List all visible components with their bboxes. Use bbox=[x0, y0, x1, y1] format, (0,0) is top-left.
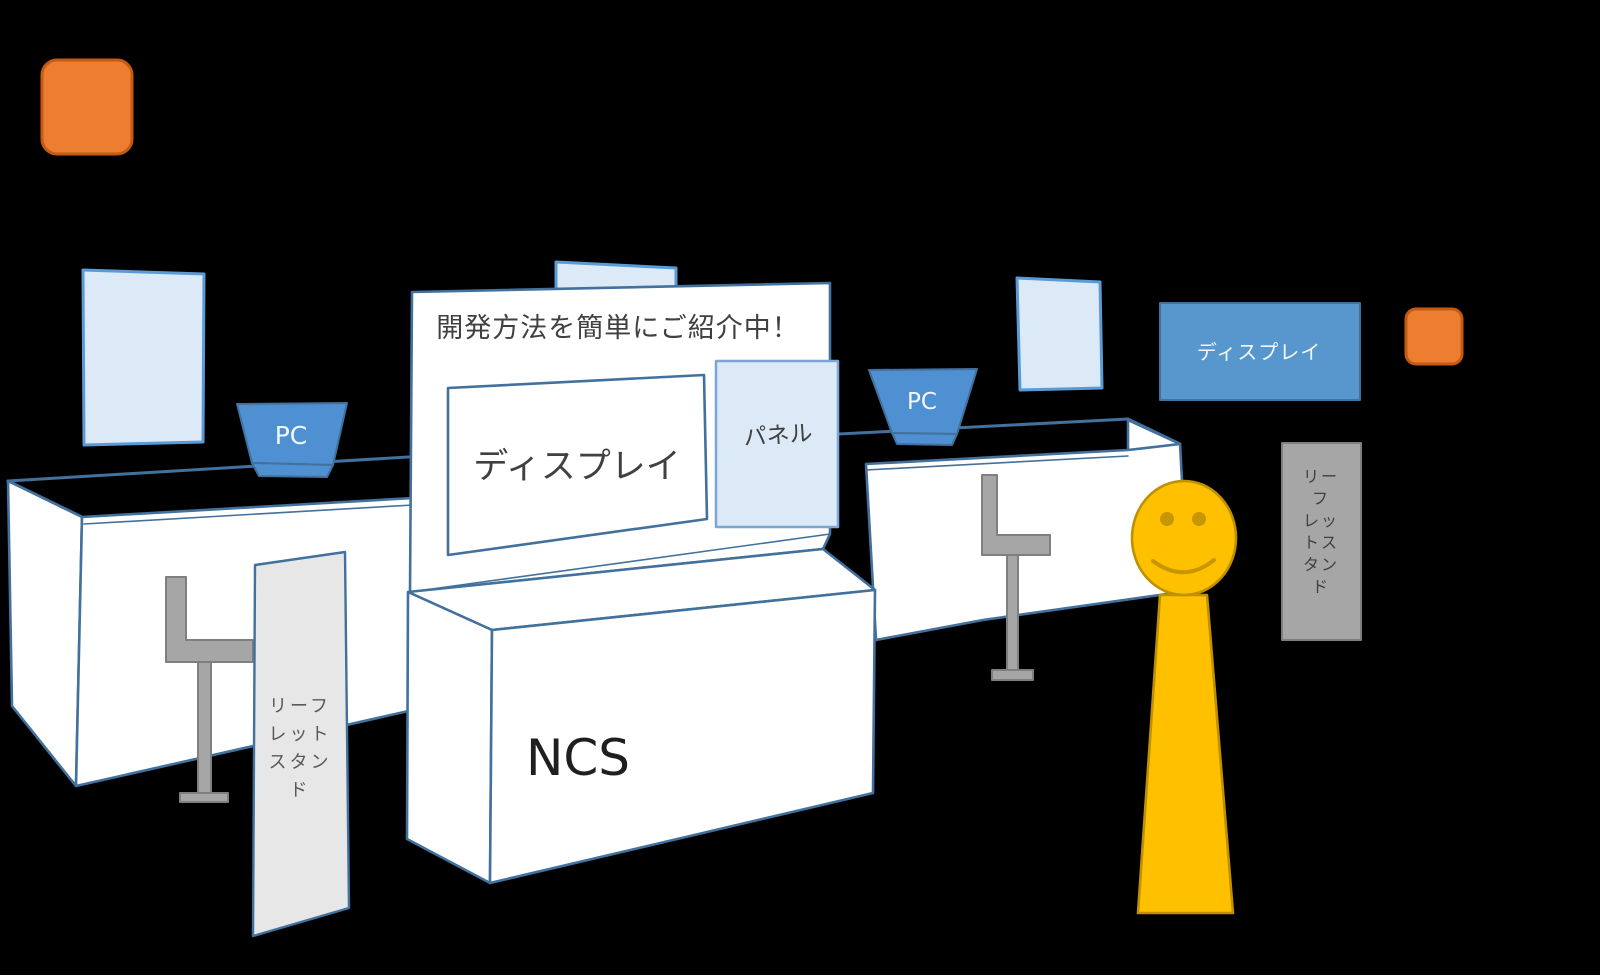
right-monitor-arm-bracket bbox=[981, 474, 1051, 556]
right-leaflet-stand-label: タン bbox=[1303, 555, 1339, 574]
right-leaflet-stand-label: トス bbox=[1303, 533, 1339, 552]
right-leaflet-stand-label: ド bbox=[1312, 577, 1330, 596]
backdrop-panel: 開発方法を簡単にご紹介中！ ディスプレイ パネル bbox=[408, 281, 840, 594]
right-pc-label: PC bbox=[907, 389, 937, 415]
info-panel bbox=[714, 359, 840, 529]
orange-marker-small bbox=[1404, 307, 1464, 366]
right-table-back-edge bbox=[837, 417, 1130, 436]
display-sign-label: ディスプレイ bbox=[1197, 340, 1322, 364]
display-sign: ディスプレイ bbox=[1159, 302, 1361, 401]
left-leaflet-stand-label: スタン bbox=[269, 752, 332, 773]
left-display-panel bbox=[81, 268, 206, 447]
ncs-counter-front-face bbox=[488, 588, 877, 885]
display-screen-label: ディスプレイ bbox=[473, 447, 681, 487]
mascot-eye-left bbox=[1160, 512, 1174, 526]
backdrop-panel-bottom-edge bbox=[409, 533, 831, 593]
ncs-counter: NCS bbox=[405, 547, 877, 885]
left-pc: PC bbox=[236, 402, 348, 478]
left-pc-label: PC bbox=[275, 421, 308, 450]
left-leaflet-stand: リーフ レット スタン ド bbox=[251, 550, 351, 938]
right-leaflet-stand: リー フ レッ トス タン ド bbox=[1281, 442, 1362, 641]
left-table-back-edge bbox=[6, 452, 460, 483]
banner-text: 開発方法を簡単にご紹介中！ bbox=[436, 313, 799, 344]
left-table-top-rim bbox=[83, 504, 414, 525]
info-panel-label: パネル bbox=[743, 421, 814, 452]
left-monitor-arm-base bbox=[179, 792, 229, 803]
right-leaflet-stand-label: リー bbox=[1303, 467, 1339, 486]
right-leaflet-stand-label: フ bbox=[1312, 489, 1330, 508]
right-pc: PC bbox=[868, 368, 978, 446]
ncs-counter-side-face bbox=[405, 590, 494, 885]
ncs-label: NCS bbox=[526, 729, 630, 787]
right-pc-base bbox=[891, 432, 958, 446]
mascot-eye-right bbox=[1192, 512, 1206, 526]
left-leaflet-stand-label: リーフ bbox=[269, 696, 331, 717]
display-sign-board bbox=[1159, 302, 1361, 401]
left-leaflet-stand-label: レット bbox=[269, 724, 332, 745]
left-pc-base bbox=[251, 462, 334, 478]
orange-marker-large bbox=[40, 58, 134, 156]
right-leaflet-stand-board bbox=[1281, 442, 1362, 641]
right-table-top-rim bbox=[865, 455, 1129, 471]
mascot-person bbox=[1130, 479, 1238, 915]
display-screen bbox=[446, 373, 709, 557]
right-leaflet-stand-label: レッ bbox=[1303, 511, 1339, 530]
right-display-panel bbox=[1015, 276, 1104, 392]
mascot-head bbox=[1130, 479, 1238, 597]
right-monitor-arm-pole bbox=[1006, 554, 1019, 671]
mascot-smile bbox=[1151, 558, 1216, 575]
right-monitor-arm bbox=[981, 474, 1051, 681]
right-monitor-arm-base bbox=[991, 669, 1034, 681]
left-monitor-arm-bracket bbox=[165, 576, 254, 663]
left-monitor-arm bbox=[165, 576, 254, 803]
left-leaflet-stand-label: ド bbox=[290, 780, 311, 801]
left-monitor-arm-pole bbox=[197, 661, 212, 794]
left-leaflet-stand-board bbox=[251, 550, 351, 938]
